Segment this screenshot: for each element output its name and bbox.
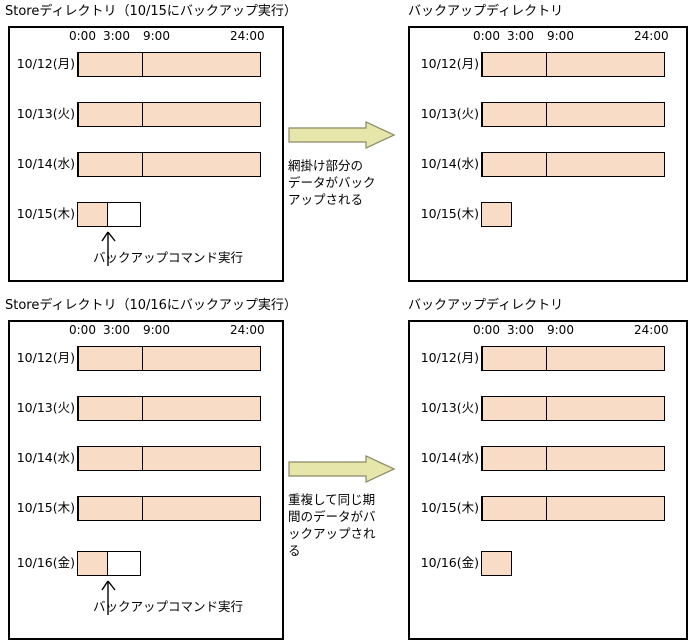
axis-tick-0: 0:00 xyxy=(473,29,500,43)
table-row: 10/15(木) xyxy=(10,199,286,229)
row-label: 10/13(火) xyxy=(16,400,75,415)
axis-tick-1: 3:00 xyxy=(103,323,130,337)
axis-tick-3: 24:00 xyxy=(634,323,669,337)
row-label: 10/13(火) xyxy=(16,106,75,121)
axis-tick-3: 24:00 xyxy=(634,29,669,43)
backup-command-pointer xyxy=(98,227,124,267)
note-backup-explained-1015: 網掛け部分の データがバック アップされる xyxy=(288,157,396,208)
table-row: 10/16(金) xyxy=(410,548,690,578)
table-row: 10/14(水) xyxy=(10,149,286,179)
bar-full-day xyxy=(77,496,261,521)
row-label: 10/12(月) xyxy=(16,350,75,365)
table-row: 10/15(木) xyxy=(410,199,690,229)
panel-store-1016: 0:00 3:00 9:00 24:00 10/12(月) 10/13(火) 1… xyxy=(8,320,284,640)
note-line: データがバック xyxy=(288,175,376,190)
row-label: 10/14(水) xyxy=(16,156,75,171)
table-row: 10/12(月) xyxy=(410,343,690,373)
axis-tick-1: 3:00 xyxy=(103,29,130,43)
backup-command-pointer xyxy=(98,576,124,616)
row-label: 10/15(木) xyxy=(420,500,479,515)
flow-arrow-right-icon xyxy=(288,121,395,149)
axis-tick-1: 3:00 xyxy=(507,323,534,337)
bar-full-day xyxy=(481,102,665,127)
table-row: 10/12(月) xyxy=(10,49,286,79)
bar-full-day xyxy=(481,52,665,77)
row-label: 10/13(火) xyxy=(420,400,479,415)
panel-title-backup-1016: バックアップディレクトリ xyxy=(408,298,564,313)
row-label: 10/15(木) xyxy=(420,206,479,221)
table-row: 10/13(火) xyxy=(10,393,286,423)
table-row: 10/14(水) xyxy=(10,443,286,473)
table-row: 10/14(水) xyxy=(410,443,690,473)
table-row: 10/12(月) xyxy=(10,343,286,373)
note-line: 網掛け部分の xyxy=(288,158,364,173)
time-axis-backup-1016: 0:00 3:00 9:00 24:00 xyxy=(410,322,686,340)
axis-tick-2: 9:00 xyxy=(143,29,170,43)
bar-pending-segment xyxy=(107,551,141,576)
axis-tick-2: 9:00 xyxy=(547,29,574,43)
time-axis-backup-1015: 0:00 3:00 9:00 24:00 xyxy=(410,28,686,46)
row-label: 10/16(金) xyxy=(16,555,75,570)
bar-backed-up-segment xyxy=(77,551,108,576)
bar-full-day xyxy=(77,346,261,371)
backup-command-label: バックアップコマンド実行 xyxy=(93,250,244,265)
axis-tick-0: 0:00 xyxy=(69,323,96,337)
row-label: 10/15(木) xyxy=(16,500,75,515)
bar-full-day xyxy=(77,152,261,177)
row-label: 10/12(月) xyxy=(420,350,479,365)
bar-full-day xyxy=(77,446,261,471)
panel-title-store-1015: Storeディレクトリ（10/15にバックアップ実行） xyxy=(5,4,297,19)
note-line: 重複して同じ期 xyxy=(288,492,376,507)
table-row: 10/13(火) xyxy=(410,393,690,423)
bar-full-day xyxy=(481,346,665,371)
panel-store-1015: 0:00 3:00 9:00 24:00 10/12(月) 10/13(火) 1… xyxy=(8,26,284,282)
bar-backed-up-segment xyxy=(481,551,512,576)
bar-full-day xyxy=(77,52,261,77)
axis-tick-2: 9:00 xyxy=(143,323,170,337)
bar-full-day xyxy=(481,446,665,471)
panel-title-backup-1015: バックアップディレクトリ xyxy=(408,4,564,19)
bar-full-day xyxy=(481,396,665,421)
axis-tick-0: 0:00 xyxy=(69,29,96,43)
table-row: 10/13(火) xyxy=(10,99,286,129)
note-backup-explained-1016: 重複して同じ期 間のデータがバ ックアップされ る xyxy=(288,491,396,559)
table-row: 10/13(火) xyxy=(410,99,690,129)
row-label: 10/12(月) xyxy=(420,56,479,71)
note-line: アップされる xyxy=(288,192,364,207)
row-label: 10/14(水) xyxy=(16,450,75,465)
table-row: 10/16(金) xyxy=(10,548,286,578)
panel-title-store-1016: Storeディレクトリ（10/16にバックアップ実行） xyxy=(5,298,297,313)
row-label: 10/12(月) xyxy=(16,56,75,71)
note-line: る xyxy=(288,543,301,558)
time-axis-store-1016: 0:00 3:00 9:00 24:00 xyxy=(10,322,282,340)
table-row: 10/14(水) xyxy=(410,149,690,179)
bar-pending-segment xyxy=(107,202,141,227)
axis-tick-3: 24:00 xyxy=(230,323,265,337)
bar-backed-up-segment xyxy=(77,202,108,227)
table-row: 10/15(木) xyxy=(410,493,690,523)
bar-full-day xyxy=(481,152,665,177)
bar-full-day xyxy=(77,396,261,421)
bar-backed-up-segment xyxy=(481,202,512,227)
row-label: 10/13(火) xyxy=(420,106,479,121)
row-label: 10/15(木) xyxy=(16,206,75,221)
bar-full-day xyxy=(77,102,261,127)
row-label: 10/14(水) xyxy=(420,156,479,171)
panel-backup-1016: 0:00 3:00 9:00 24:00 10/12(月) 10/13(火) 1… xyxy=(408,320,688,640)
time-axis-store-1015: 0:00 3:00 9:00 24:00 xyxy=(10,28,282,46)
axis-tick-1: 3:00 xyxy=(507,29,534,43)
note-line: ックアップされ xyxy=(288,526,376,541)
axis-tick-3: 24:00 xyxy=(230,29,265,43)
row-label: 10/14(水) xyxy=(420,450,479,465)
backup-command-label: バックアップコマンド実行 xyxy=(93,599,244,614)
flow-arrow-right-icon xyxy=(288,455,395,483)
panel-backup-1015: 0:00 3:00 9:00 24:00 10/12(月) 10/13(火) 1… xyxy=(408,26,688,282)
axis-tick-0: 0:00 xyxy=(473,323,500,337)
note-line: 間のデータがバ xyxy=(288,509,376,524)
row-label: 10/16(金) xyxy=(420,555,479,570)
bar-full-day xyxy=(481,496,665,521)
axis-tick-2: 9:00 xyxy=(547,323,574,337)
table-row: 10/12(月) xyxy=(410,49,690,79)
table-row: 10/15(木) xyxy=(10,493,286,523)
